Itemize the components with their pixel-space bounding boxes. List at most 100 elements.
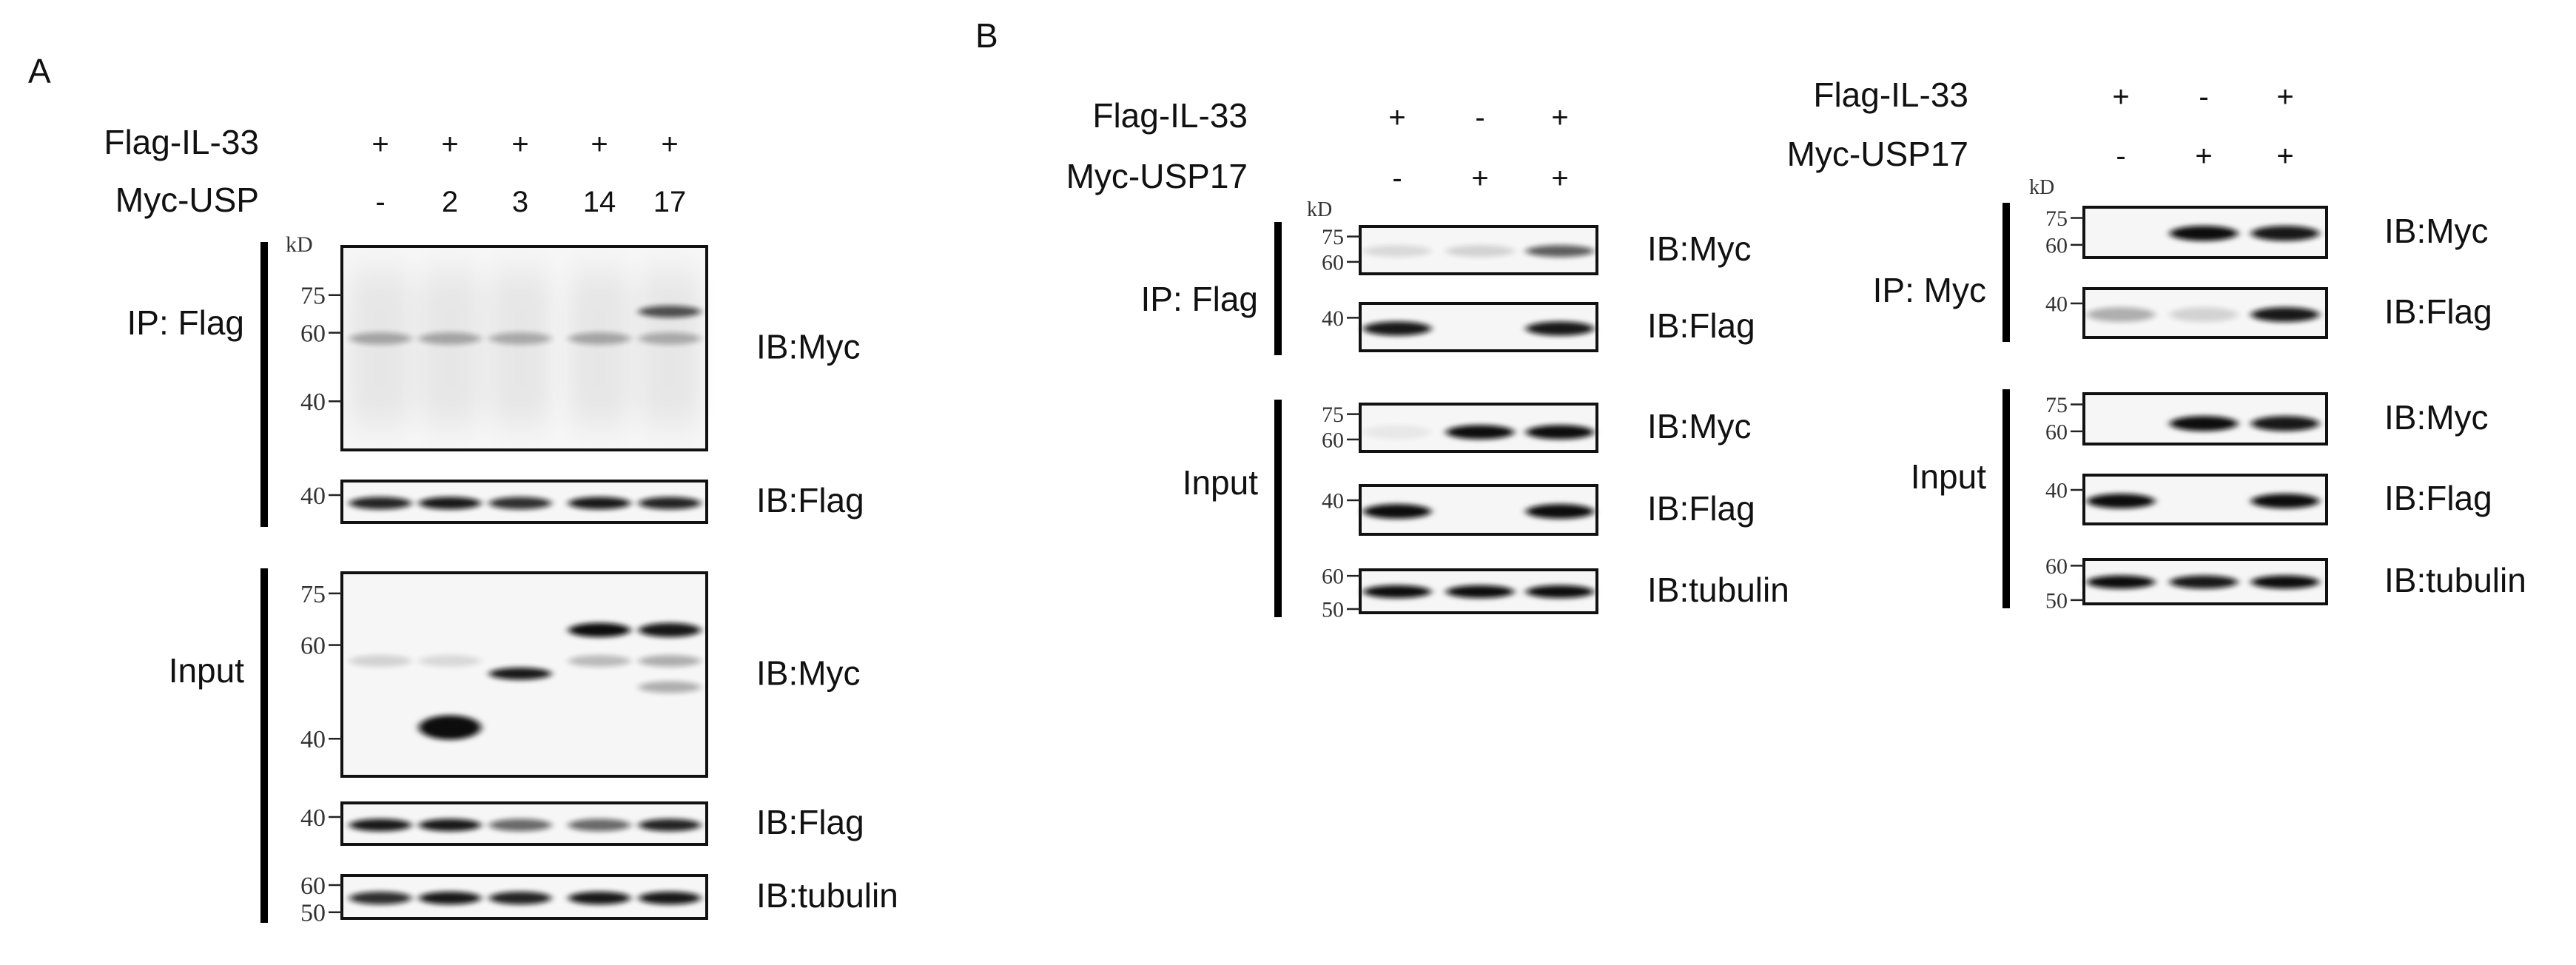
protein-band xyxy=(349,655,411,668)
marker-label: 60 xyxy=(1322,428,1344,452)
protein-band xyxy=(1363,585,1431,599)
protein-band xyxy=(489,668,551,680)
protein-band xyxy=(419,891,481,905)
lane-condition: 3 xyxy=(512,186,528,218)
lane-condition: - xyxy=(1475,101,1484,134)
lane-condition: + xyxy=(661,128,678,161)
protein-band xyxy=(2170,575,2238,589)
group-label: Input xyxy=(1911,457,1987,496)
antibody-label: IB:Flag xyxy=(2384,292,2492,331)
unit-label: kD xyxy=(2029,176,2054,199)
protein-band xyxy=(639,306,701,318)
antibody-label: IB:Flag xyxy=(1647,306,1755,345)
blot-frame xyxy=(2082,474,2328,525)
lane-smear xyxy=(419,271,481,426)
antibody-label: IB:Myc xyxy=(2384,398,2489,437)
lane-condition: - xyxy=(1392,162,1402,195)
lane-condition: + xyxy=(1551,162,1568,195)
group-label: IP: Myc xyxy=(1873,271,1986,309)
protein-band xyxy=(2251,494,2319,508)
group-bracket xyxy=(260,242,268,527)
protein-band xyxy=(1446,425,1514,440)
lane-condition: 2 xyxy=(442,186,458,218)
antibody-label: IB:Myc xyxy=(756,328,861,366)
blot-frame xyxy=(340,571,708,778)
protein-band xyxy=(419,332,481,345)
group-label: IP: Flag xyxy=(127,303,244,342)
antibody-label: IB:Flag xyxy=(756,803,864,841)
protein-band xyxy=(639,681,701,693)
condition-label: Flag-IL-33 xyxy=(104,123,259,161)
protein-band xyxy=(2170,226,2238,241)
antibody-label: IB:Flag xyxy=(1647,489,1755,528)
protein-band xyxy=(1526,504,1594,519)
group-label: Input xyxy=(169,651,245,690)
lane-condition: - xyxy=(2116,140,2125,172)
group-bracket xyxy=(260,568,268,923)
group-bracket xyxy=(1274,222,1282,355)
protein-band xyxy=(419,497,481,510)
lane-condition: + xyxy=(2112,81,2129,113)
marker-label: 40 xyxy=(300,804,326,832)
protein-band xyxy=(349,891,411,905)
lane-condition: + xyxy=(591,128,608,161)
lane-condition: + xyxy=(2276,140,2293,172)
group-bracket xyxy=(2002,389,2010,608)
antibody-label: IB:Myc xyxy=(1647,229,1752,268)
marker-label: 40 xyxy=(300,389,326,416)
condition-label: Myc-USP17 xyxy=(1066,157,1248,195)
protein-band xyxy=(568,622,630,638)
lane-smear xyxy=(568,271,630,426)
protein-band xyxy=(1363,245,1431,258)
marker-label: 60 xyxy=(300,632,326,659)
lane-smear xyxy=(349,271,411,426)
condition-label: Myc-USP xyxy=(115,181,259,219)
marker-label: 75 xyxy=(300,283,326,310)
protein-band xyxy=(349,818,411,832)
antibody-label: IB:Flag xyxy=(756,481,864,520)
protein-band xyxy=(489,497,551,510)
lane-condition: 14 xyxy=(583,186,616,218)
protein-band xyxy=(2087,307,2155,322)
antibody-label: IB:tubulin xyxy=(756,876,898,915)
group-bracket xyxy=(2002,203,2010,342)
protein-band xyxy=(489,332,551,345)
antibody-label: IB:Myc xyxy=(756,654,861,693)
blot-frame xyxy=(2082,287,2328,339)
marker-label: 60 xyxy=(300,872,326,900)
protein-band xyxy=(489,891,551,905)
protein-band xyxy=(568,332,630,345)
blot-frame xyxy=(1359,403,1598,453)
protein-band xyxy=(2251,416,2319,431)
protein-band xyxy=(1446,585,1514,599)
blot-frame xyxy=(1359,225,1598,275)
antibody-label: IB:Myc xyxy=(2384,212,2489,250)
blot-frame xyxy=(1359,568,1598,614)
marker-label: 60 xyxy=(1322,565,1344,589)
protein-band xyxy=(2251,307,2319,322)
marker-label: 50 xyxy=(2045,588,2068,613)
marker-label: 40 xyxy=(1322,488,1344,513)
marker-label: 40 xyxy=(2045,478,2068,502)
lane-smear xyxy=(489,271,551,426)
lane-condition: - xyxy=(375,186,385,218)
protein-band xyxy=(2251,575,2319,589)
blot-frame xyxy=(2082,392,2328,445)
lane-smear xyxy=(639,271,701,426)
marker-label: 40 xyxy=(300,482,326,510)
protein-band xyxy=(639,818,701,832)
marker-label: 60 xyxy=(2045,554,2068,579)
blot-frame xyxy=(2082,206,2328,259)
protein-band xyxy=(1446,245,1514,258)
unit-label: kD xyxy=(1307,198,1332,221)
